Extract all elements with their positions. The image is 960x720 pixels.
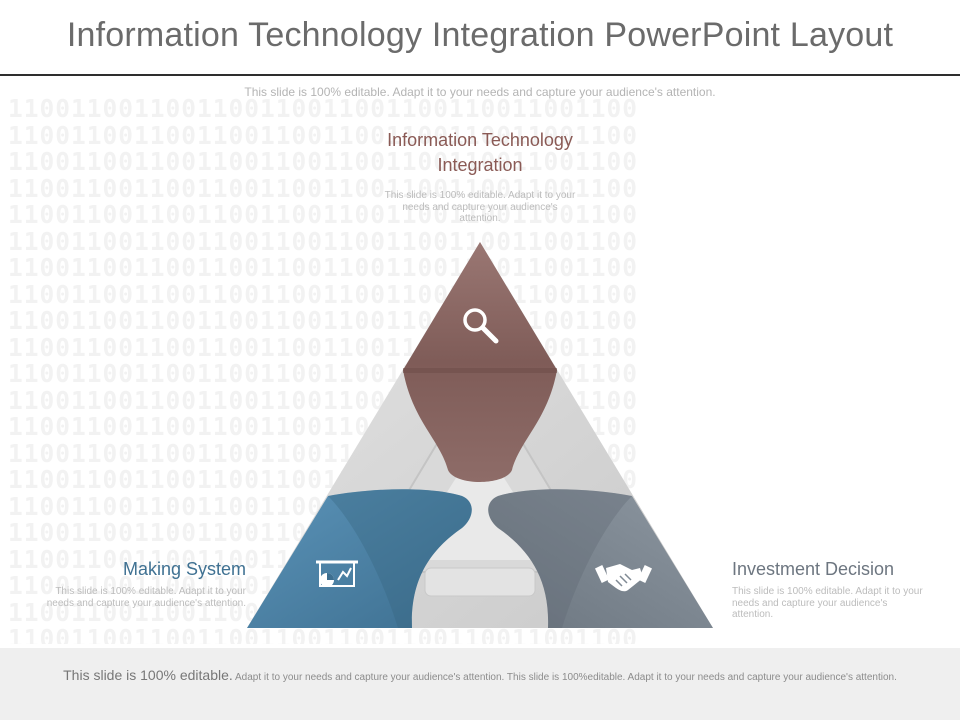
- subtitle: This slide is 100% editable. Adapt it to…: [244, 85, 716, 99]
- left-segment: [247, 489, 472, 628]
- top-segment: [403, 242, 557, 482]
- left-segment-shade: [328, 489, 472, 628]
- footer-body: Adapt it to your needs and capture your …: [235, 672, 897, 683]
- handshake-icon: [594, 564, 653, 592]
- right-node-title: Investment Decision: [732, 559, 895, 579]
- footer-bar: This slide is 100% editable. Adapt it to…: [0, 648, 960, 720]
- magnifier-icon: [463, 308, 499, 344]
- top-segment-band: [403, 368, 557, 373]
- footer-text: This slide is 100% editable. Adapt it to…: [6, 668, 954, 685]
- top-node-description: This slide is 100% editable. Adapt it to…: [384, 190, 576, 224]
- title-divider: [0, 74, 960, 76]
- footer-lead: This slide is 100% editable.: [63, 667, 233, 683]
- right-segment: [488, 489, 713, 628]
- page-title: Information Technology Integration Power…: [66, 16, 894, 54]
- left-node-title: Making System: [122, 559, 246, 579]
- inner-bottom-bar: [424, 567, 536, 597]
- right-segment-shade: [488, 489, 632, 628]
- top-node-title: Information Technology Integration: [387, 130, 573, 175]
- left-node-description: This slide is 100% editable. Adapt it to…: [46, 586, 246, 609]
- presentation-chart-icon: [316, 560, 358, 587]
- right-node-description: This slide is 100% editable. Adapt it to…: [732, 586, 923, 620]
